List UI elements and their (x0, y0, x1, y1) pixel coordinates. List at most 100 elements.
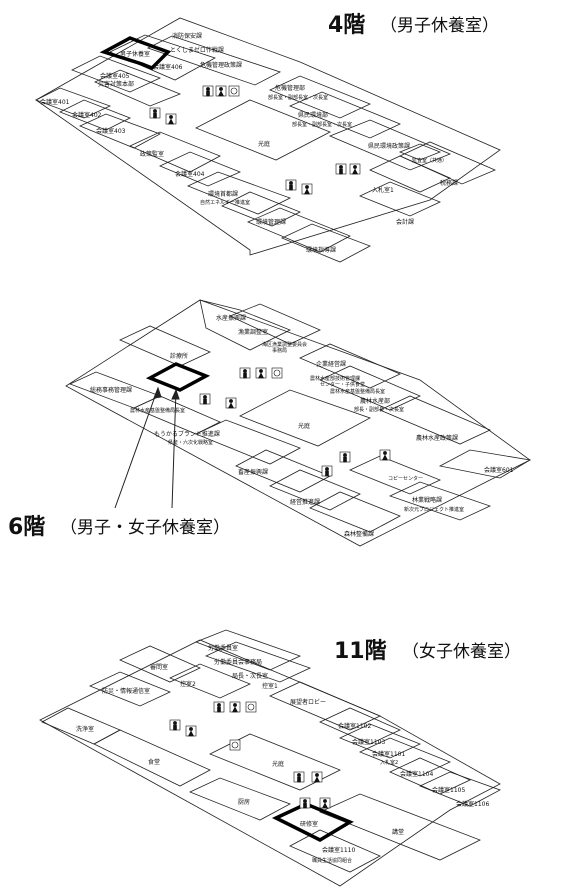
room-label: 会議室405 (100, 72, 130, 80)
room-label: 部長・副部長・次長室 (354, 406, 404, 413)
kyuyo-highlight-6 (145, 362, 211, 392)
area-kotei-4 (195, 99, 331, 161)
male-toilet-icon (199, 393, 211, 405)
female-toilet-icon (349, 163, 361, 175)
room-label: 県民環境部 (298, 111, 328, 119)
room-label: 監査室（共通） (412, 157, 447, 164)
room-label: 労働委員室 (208, 644, 238, 652)
male-toilet-icon (169, 719, 181, 731)
room-label: 自然エネルギー推進室 (200, 199, 250, 206)
room-label: 農林水産基盤整備局長室 (330, 388, 385, 395)
room-label: 男子休養室 (120, 50, 150, 58)
male-toilet-icon (213, 701, 225, 713)
area-shinryojo (119, 325, 211, 367)
room-label: 会議室402 (72, 111, 102, 119)
area-kotei-6 (239, 389, 371, 447)
male-toilet-icon (285, 179, 297, 191)
room-label: 労働委員会事務局 (214, 658, 262, 666)
room-label: 県民環境政策課 (368, 142, 410, 150)
female-toilet-icon (379, 449, 391, 461)
male-toilet-icon (293, 771, 305, 783)
male-toilet-icon (339, 451, 351, 463)
room-label: 局長・次長室 (232, 672, 268, 680)
room-label: 会議室1106 (456, 800, 489, 808)
female-toilet-icon (255, 367, 267, 379)
room-label: 農林水産部技術管理課 (310, 375, 360, 382)
accessible-toilet-icon (245, 701, 257, 713)
room-label: 入札室1 (372, 186, 394, 194)
room-label: とくしまゼロ作戦課 (170, 46, 224, 54)
toilet-icons (149, 85, 391, 809)
male-toilet-icon (239, 367, 251, 379)
room-label: 講堂 (392, 828, 404, 836)
room-label: 会議室1101 (372, 750, 405, 758)
floor-4-title: 4階 (328, 13, 365, 38)
room-label: 会議室401 (40, 98, 70, 106)
floor-6-subtitle: （男子・女子休養室） (60, 518, 230, 538)
room-label: 消防保安課 (172, 32, 202, 40)
floor-6-labels: 水産振興課 漁業調整室 海区漁業調整委員会 事務局 診療所 企業経営課 農林水産… (90, 314, 514, 538)
room-label: コピーセンター (388, 475, 423, 482)
floor-11-plan (39, 629, 501, 887)
room-label: 厨房 (238, 798, 250, 806)
room-label: 漁業調整室 (238, 328, 268, 336)
floor-4-labels: 消防保安課 とくしまゼロ作戦課 男子休養室 危機管理政策課 会議室405 災害対… (40, 32, 458, 254)
male-toilet-icon (149, 107, 161, 119)
room-label: 森林整備課 (344, 530, 374, 538)
room-label: 光庭 (258, 140, 270, 148)
room-label: 政策監室 (140, 150, 164, 158)
male-toilet-icon (299, 797, 311, 809)
room-label: 研修室 (300, 820, 318, 828)
room-label: 会議室1105 (432, 786, 465, 794)
room-label: 会議室404 (175, 170, 205, 178)
floor-4-plan (35, 17, 501, 263)
room-label: 洗浄室 (76, 725, 94, 733)
female-toilet-icon (215, 85, 227, 97)
kyuyo-highlight-11 (271, 802, 354, 842)
room-label: 事務局 (272, 347, 287, 354)
room-label: 展望者ロビー (290, 698, 326, 706)
female-toilet-icon (319, 797, 331, 809)
room-label: 審問室 (150, 663, 168, 671)
floor-4-subtitle: （男子休養室） (380, 16, 499, 36)
room-label: 水産振興課 (216, 314, 246, 322)
room-label: 企業経営課 (316, 360, 346, 368)
room-label: 食堂 (148, 758, 160, 766)
room-label: 職員生活協同組合 (312, 857, 352, 864)
room-label: 環境管理課 (256, 218, 286, 226)
room-label: 畜産振興課 (238, 468, 268, 476)
female-toilet-icon (225, 397, 237, 409)
room-label: 控室1 (262, 682, 278, 690)
room-label: 災害対策本部 (98, 80, 134, 88)
room-label: 会議室1110 (322, 846, 355, 854)
room-label: もうかるブランド推進課 (154, 430, 220, 438)
pointer-arrows-6 (114, 386, 180, 509)
room-label: 部長室・副部長室・次長室 (268, 94, 328, 101)
accessible-toilet-icon (228, 85, 240, 97)
room-label: 会議室403 (96, 127, 126, 135)
room-label: 控室2 (180, 680, 196, 688)
room-label: 会計課 (396, 218, 414, 226)
floor-11-title: 11階 (334, 639, 387, 664)
room-label: 危機管理政策課 (200, 61, 242, 69)
room-label: 会議室406 (153, 63, 183, 71)
room-label: 環境指導課 (306, 246, 336, 254)
kyuyo-highlight-4 (99, 36, 172, 71)
room-label: 診療所 (170, 352, 188, 360)
male-toilet-icon (335, 163, 347, 175)
room-label: 光庭 (298, 422, 310, 430)
accessible-toilet-icon (271, 367, 283, 379)
room-label: 危機管理部 (275, 84, 305, 92)
male-toilet-icon (321, 465, 333, 477)
room-label: 光庭 (272, 760, 284, 768)
room-label: 農林水産部 (360, 397, 390, 405)
female-toilet-icon (229, 701, 241, 713)
floor-11-subtitle: （女子休養室） (402, 642, 521, 662)
room-label: 林業戦略課 (412, 496, 442, 504)
room-label: 税務課 (440, 179, 458, 187)
room-label: 会議室601 (484, 466, 514, 474)
room-label: 会議室1104 (400, 770, 433, 778)
room-label: 農林水産政策課 (416, 434, 458, 442)
room-label: 防災・情報通信室 (102, 687, 150, 695)
